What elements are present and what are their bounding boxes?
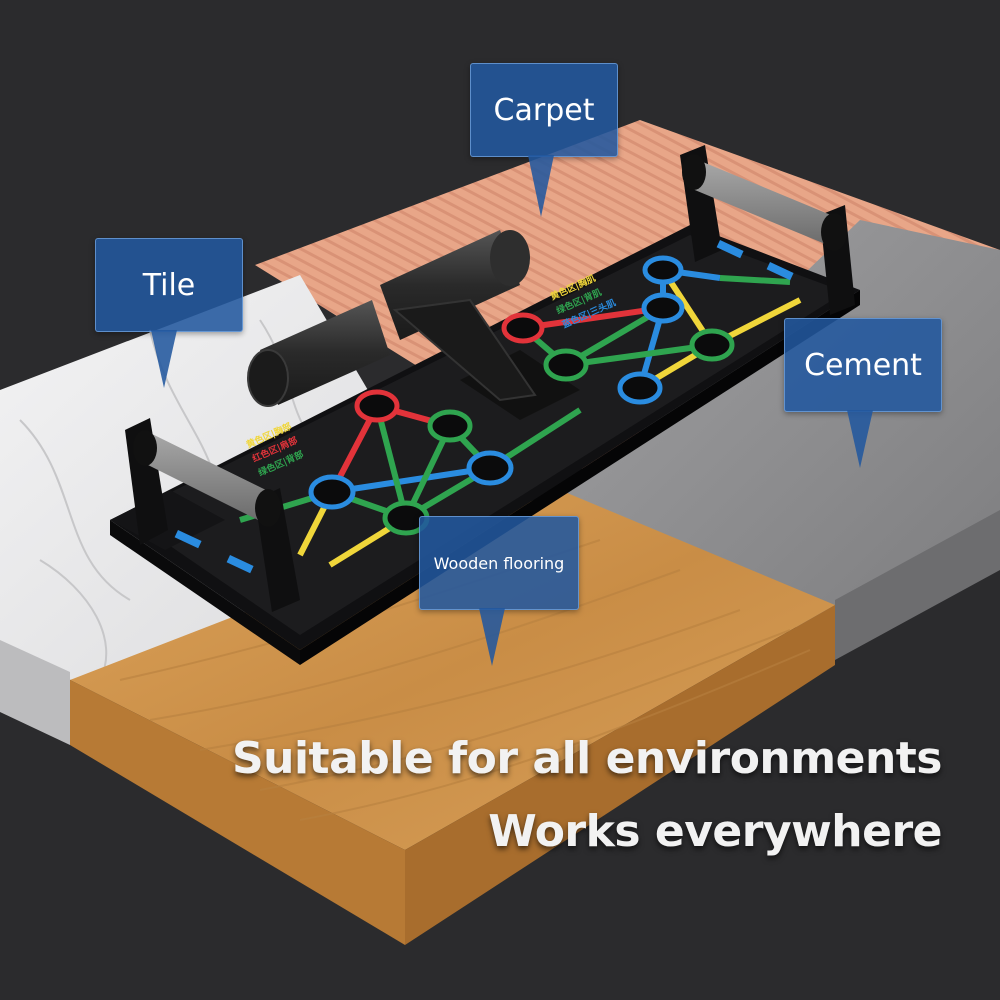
headline-line-1: Suitable for all environments xyxy=(231,733,943,784)
headline-line-2: Works everywhere xyxy=(488,806,942,857)
callout-cement-label: Cement xyxy=(784,318,942,412)
callout-carpet-pointer xyxy=(528,155,554,217)
callout-wood-label: Wooden flooring xyxy=(419,516,579,610)
callout-carpet-label: Carpet xyxy=(470,63,618,157)
left-handle xyxy=(110,418,300,612)
callout-wood-pointer xyxy=(479,608,505,666)
right-handle xyxy=(680,145,855,315)
callout-tile-label: Tile xyxy=(95,238,243,332)
callout-tile-pointer xyxy=(151,330,177,388)
callout-cement-pointer xyxy=(847,410,873,468)
wood-surface xyxy=(70,490,835,945)
pushup-board: 黄色区|胸部 红色区|肩部 绿色区|背部 黄色区|胸肌 绿色区|背肌 蓝色区|三… xyxy=(110,145,860,665)
foam-roller xyxy=(247,230,537,407)
